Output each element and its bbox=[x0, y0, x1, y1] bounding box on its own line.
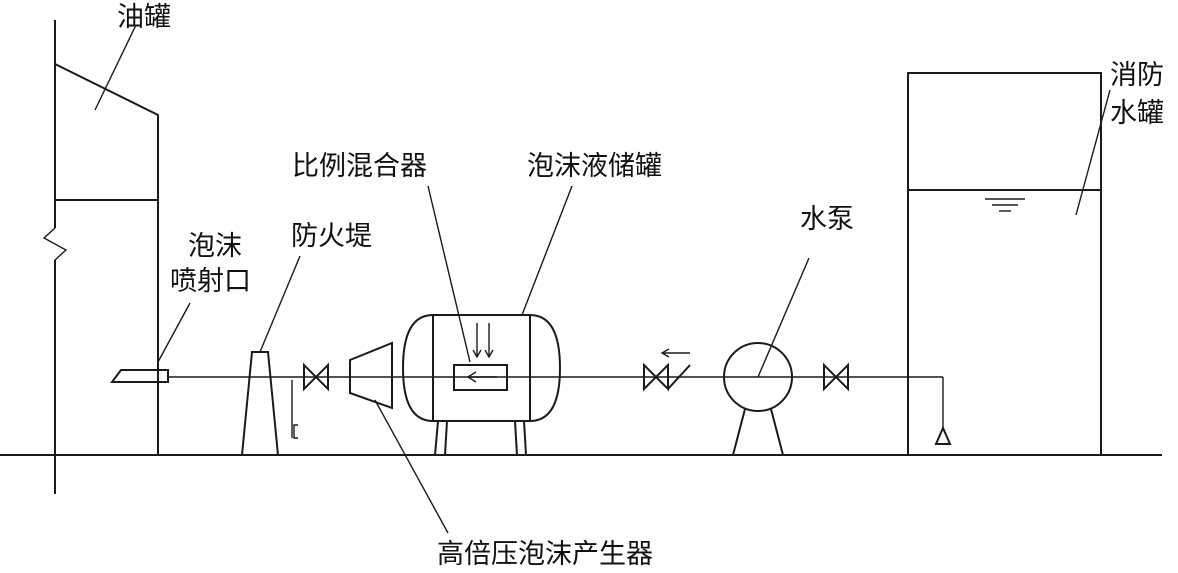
foam-nozzle bbox=[110, 302, 191, 383]
proportional-mixer bbox=[427, 185, 508, 391]
foam-liquid-tank bbox=[401, 185, 573, 456]
oil-tank bbox=[42, 20, 159, 494]
check-valve bbox=[643, 348, 691, 392]
foam-nozzle-label-line2: 喷射口 bbox=[170, 266, 251, 297]
fire-water-tank-label-line2: 水罐 bbox=[1110, 98, 1164, 129]
fire-dike-label: 防火堤 bbox=[291, 221, 372, 252]
water-pump-label: 水泵 bbox=[800, 204, 854, 235]
fire-water-tank-label-line1: 消防 bbox=[1110, 60, 1164, 91]
foam-nozzle-label-line1: 泡沫 bbox=[188, 231, 242, 262]
oil-tank-label: 油罐 bbox=[117, 2, 171, 33]
foam-generator-label: 高倍压泡沫产生器 bbox=[437, 539, 653, 570]
foam-liquid-tank-label: 泡沫液储罐 bbox=[527, 151, 662, 182]
water-pump bbox=[723, 257, 810, 456]
fire-water-tank bbox=[907, 72, 1111, 455]
gate-valve-2 bbox=[823, 362, 849, 392]
proportional-mixer-label: 比例混合器 bbox=[292, 151, 427, 182]
gate-valve-1 bbox=[291, 362, 329, 439]
fire-dike bbox=[240, 255, 301, 456]
foam-generator bbox=[349, 341, 449, 534]
